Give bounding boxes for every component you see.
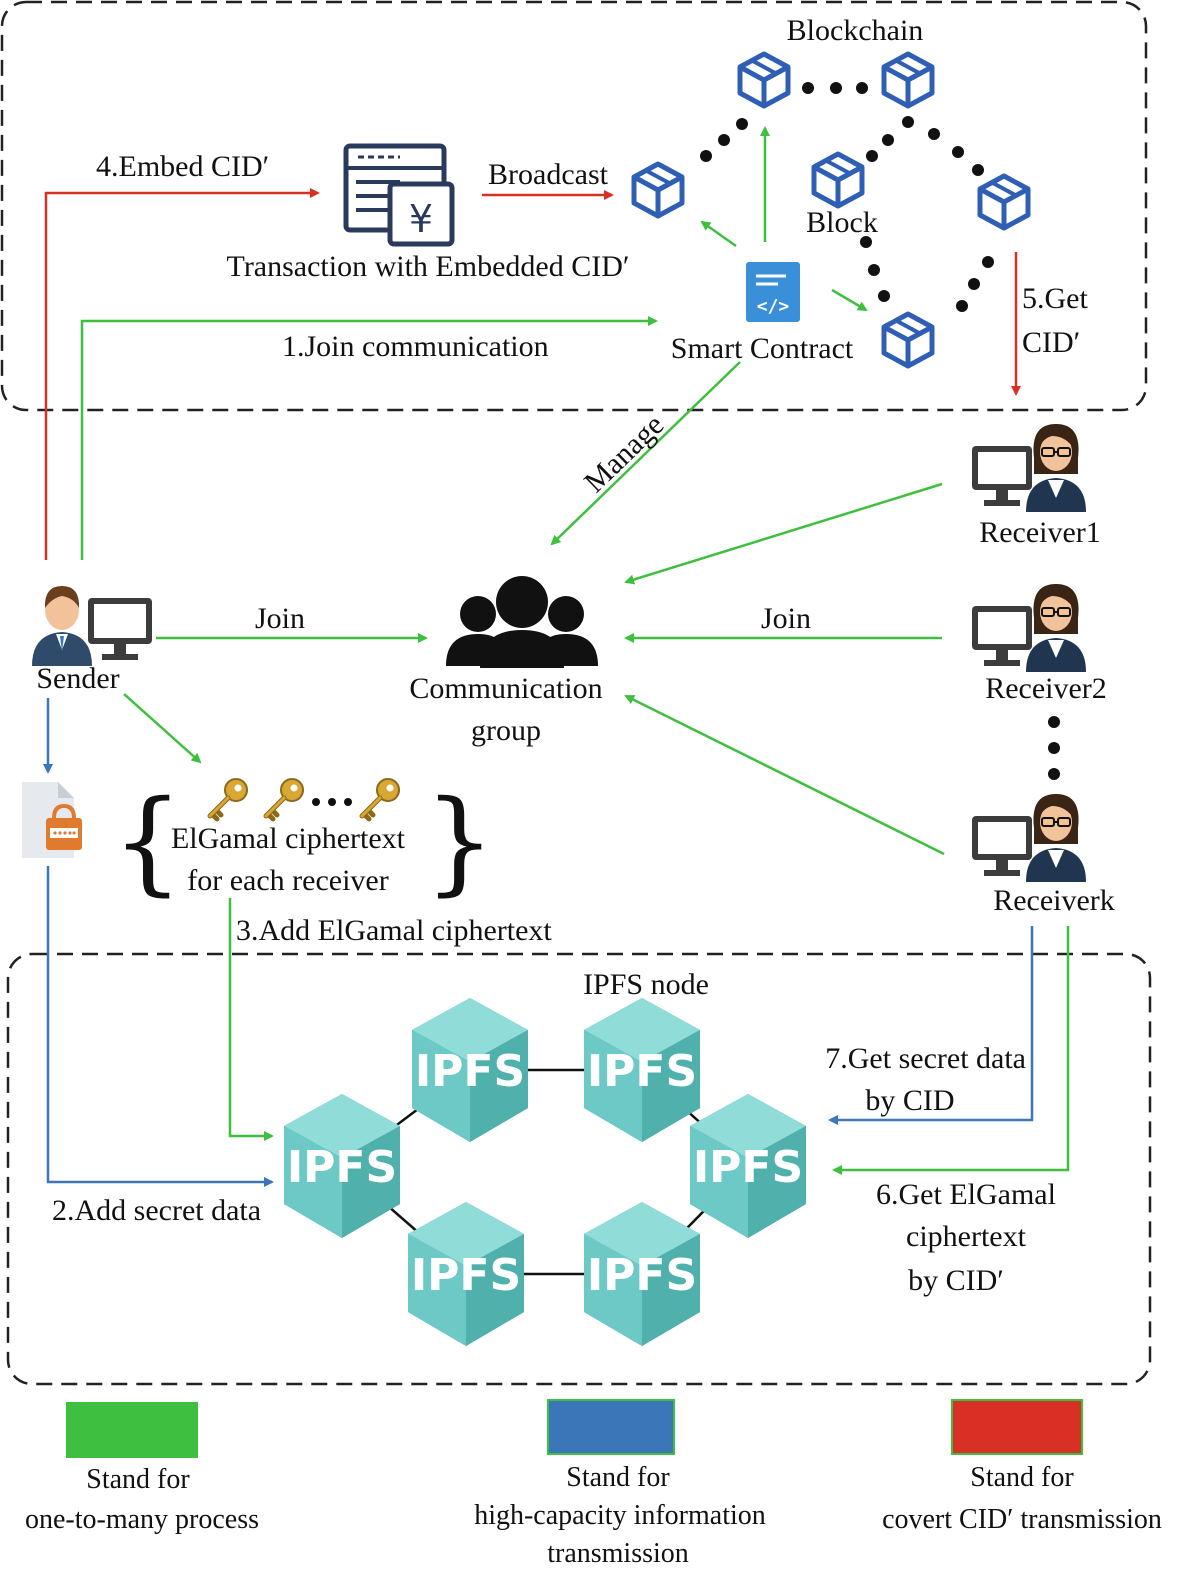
communication-group-icon (446, 576, 598, 668)
left-brace: { (112, 777, 183, 907)
label-broadcast: Broadcast (488, 158, 609, 191)
key-icon (362, 779, 399, 819)
block-icon (634, 164, 682, 216)
svg-text:Stand for: Stand for (970, 1462, 1074, 1493)
svg-text:IPFS: IPFS (693, 1142, 803, 1193)
arrow-add-elgamal (228, 898, 274, 1141)
blockchain-region (0, 0, 1148, 412)
svg-text:transmission: transmission (547, 1538, 689, 1569)
block-icon (740, 54, 788, 106)
arrow-join-communication (80, 316, 658, 560)
arrow-get-secret (828, 926, 1034, 1125)
receiverk-label: Receiverk (993, 884, 1115, 917)
label-manage: Manage (578, 408, 670, 499)
block-icon (814, 154, 862, 206)
locked-file-icon (22, 782, 82, 858)
block-label: Block (806, 206, 878, 239)
transaction-label: Transaction with Embedded CID′ (227, 250, 630, 283)
arrow-receiver1-join (624, 482, 943, 585)
svg-text:one-to-many process: one-to-many process (25, 1504, 259, 1535)
svg-text:IPFS: IPFS (587, 1250, 697, 1301)
blockchain-title: Blockchain (787, 14, 924, 47)
svg-text:IPFS: IPFS (287, 1142, 397, 1193)
smart-contract-icon: </> (746, 262, 800, 322)
block-icon (884, 314, 932, 366)
label-add-secret: 2.Add secret data (52, 1194, 261, 1227)
block-icon (980, 176, 1028, 228)
ipfs-node: IPFS (284, 1094, 400, 1238)
ipfs-node: IPFS (408, 1202, 524, 1346)
ipfs-node-title: IPFS node (583, 968, 709, 1001)
svg-text:Stand for: Stand for (566, 1462, 670, 1493)
label-get-cid-1: 5.Get (1022, 282, 1088, 315)
chain-dots (700, 82, 994, 312)
ipfs-node: IPFS (690, 1094, 806, 1238)
svg-text:high-capacity information: high-capacity information (474, 1500, 766, 1531)
legend-red: Stand for covert CID′ transmission (882, 1399, 1162, 1535)
receiver1-label: Receiver1 (979, 516, 1101, 549)
label-get-elgamal-1: 6.Get ElGamal (876, 1178, 1056, 1211)
svg-text:Stand for: Stand for (86, 1464, 190, 1495)
receiver2-label: Receiver2 (985, 672, 1107, 705)
receiverk-icon (971, 793, 1087, 883)
label-embed: 4.Embed CID′ (96, 150, 269, 183)
label-get-secret-2: by CID (865, 1084, 954, 1117)
ipfs-node: IPFS (584, 998, 700, 1142)
arrow-add-secret (46, 866, 274, 1187)
key-icon (266, 779, 303, 819)
receiver1-icon (971, 423, 1087, 513)
svg-text:</>: </> (757, 296, 790, 317)
sender-icon (32, 586, 152, 666)
label-join-left: Join (255, 602, 305, 635)
arrow-embed (44, 188, 320, 560)
arrow-sender-keys (123, 693, 202, 764)
group-label-2: group (471, 714, 541, 747)
svg-text:IPFS: IPFS (587, 1046, 697, 1097)
label-get-cid-2: CID′ (1022, 326, 1080, 359)
sender-label: Sender (36, 662, 119, 695)
svg-text:covert CID′ transmission: covert CID′ transmission (882, 1504, 1162, 1535)
receiver2-icon (971, 583, 1087, 673)
arrow-get-elgamal (832, 926, 1070, 1175)
svg-text:IPFS: IPFS (411, 1250, 521, 1301)
key-icon (210, 779, 247, 819)
label-join-communication: 1.Join communication (282, 330, 549, 363)
cipher-label-2: for each receiver (187, 864, 389, 897)
block-icon (884, 54, 932, 106)
smart-contract-label: Smart Contract (671, 332, 854, 365)
label-add-elgamal: 3.Add ElGamal ciphertext (236, 914, 552, 947)
label-get-elgamal-3: by CID′ (908, 1264, 1004, 1297)
label-get-elgamal-2: ciphertext (906, 1220, 1027, 1253)
legend-green: Stand for one-to-many process (25, 1402, 259, 1535)
cipher-label-1: ElGamal ciphertext (171, 822, 406, 855)
receiver-ellipsis (1048, 716, 1060, 780)
svg-text:IPFS: IPFS (415, 1046, 525, 1097)
legend-blue: Stand for high-capacity information tran… (474, 1399, 766, 1569)
right-brace: } (424, 777, 495, 907)
ipfs-node: IPFS (584, 1202, 700, 1346)
transaction-icon: ¥ (343, 143, 455, 247)
arrow-contract-left (700, 220, 737, 248)
group-label-1: Communication (409, 672, 602, 705)
arrow-contract-right (831, 288, 868, 312)
ipfs-node: IPFS (412, 998, 528, 1142)
svg-text:¥: ¥ (409, 197, 433, 241)
label-join-right: Join (761, 602, 811, 635)
arrow-manage (550, 361, 741, 546)
arrow-receiverk-join (624, 694, 945, 856)
label-get-secret-1: 7.Get secret data (825, 1042, 1026, 1075)
ellipsis-dots (312, 798, 352, 806)
